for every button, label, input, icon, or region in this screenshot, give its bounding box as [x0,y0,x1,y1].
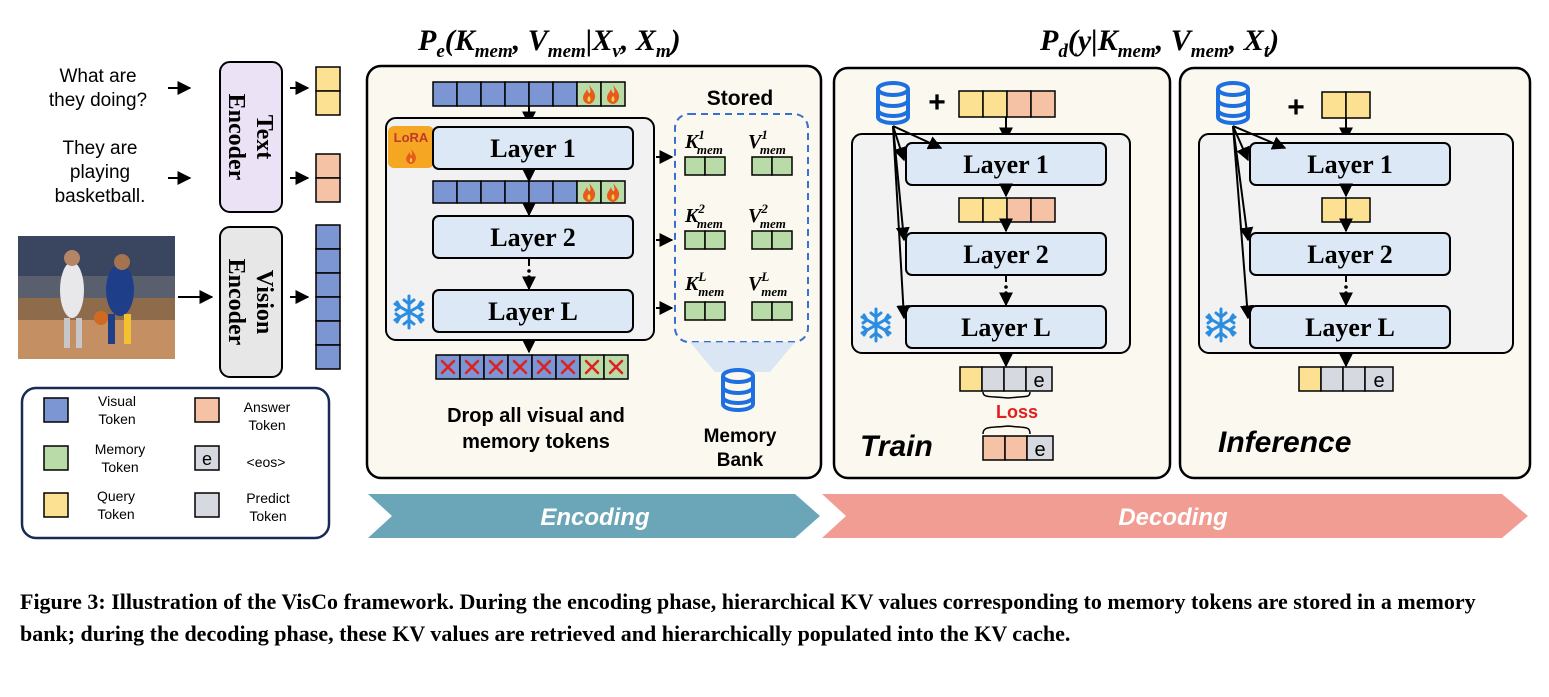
encoder-layer-2-label: Layer 2 [490,223,575,252]
visco-framework-figure: Pe(Kmem, Vmem|Xv, Xm) Pd(y|Kmem, Vmem, X… [18,24,1532,540]
encoder-input-tokens [432,81,626,107]
train-layer-1-label: Layer 1 [963,150,1048,179]
legend-memory-swatch [43,445,69,471]
inference-layer-2 [1249,232,1451,276]
inference-layer-1-label: Layer 1 [1307,150,1392,179]
train-target-eos-glyph: e [1034,439,1045,461]
basketball-photo [18,236,175,359]
train-layer-2-label: Layer 2 [963,240,1048,269]
stored-label: Stored [707,87,774,110]
lora-badge: LoRA [388,126,434,168]
encoder-layer-2 [432,215,634,259]
train-plus: + [928,86,946,119]
text-encoder [219,61,283,213]
decoding-formula: Pd(y|Kmem, Vmem, Xt) [1039,24,1279,62]
legend-eos-swatch [194,445,220,471]
visual-token-stack [315,224,341,370]
train-target-tokens: e [982,435,1054,461]
lora-label: LoRA [394,130,429,145]
legend-visual-swatch [43,397,69,423]
legend-eos-label: <eos> [247,454,286,470]
inference-eos-glyph: e [1373,370,1384,392]
train-layer-l-label: Layer L [961,313,1051,342]
train-kv-injection-arrows [892,125,943,320]
inference-layer-l-label: Layer L [1305,313,1395,342]
train-output-tokens: e [959,366,1053,392]
inference-mid-tokens [1321,197,1371,223]
vision-encoder-label: VisionEncoder [223,259,277,346]
train-ellipsis-dots [1004,285,1008,301]
train-layer-l [905,305,1107,349]
encoder-mid-tokens [432,180,626,204]
encoding-phase-arrow [368,494,820,538]
query-token-stack [315,66,341,116]
encoder-ellipsis-dots [527,269,531,285]
train-mid-tokens [958,197,1056,223]
decoding-phase-label: Decoding [1118,504,1228,531]
vision-encoder [219,226,283,378]
encoder-layer-1-label: Layer 1 [490,134,575,163]
text-encoder-label: TextEncoder [223,94,277,181]
inference-input-tokens [1321,91,1371,119]
answer-token-stack [315,153,341,203]
encoding-phase-label: Encoding [540,504,650,531]
inference-plus: + [1287,91,1305,124]
inference-kv-injection-arrows [1232,125,1287,320]
legend-predict-swatch [194,492,220,518]
legend-eos-glyph: e [202,449,212,469]
loss-label: Loss [996,402,1038,422]
decoding-phase-arrow [822,494,1528,538]
inference-output-tokens: e [1298,366,1394,392]
legend-answer-swatch [194,397,220,423]
figure-caption: Figure 3: Illustration of the VisCo fram… [20,589,1476,646]
encoder-layer-l [432,289,634,333]
inference-ellipsis-dots [1344,285,1348,301]
inference-layer-2-label: Layer 2 [1307,240,1392,269]
train-input-tokens [958,90,1056,118]
train-title: Train [860,430,933,463]
encoding-formula: Pe(Kmem, Vmem|Xv, Xm) [417,24,681,62]
encoder-layer-l-label: Layer L [488,297,578,326]
legend-query-swatch [43,492,69,518]
inference-title: Inference [1218,426,1351,459]
dropped-tokens [435,354,629,380]
train-eos-glyph: e [1033,370,1044,392]
inference-layer-l [1249,305,1451,349]
